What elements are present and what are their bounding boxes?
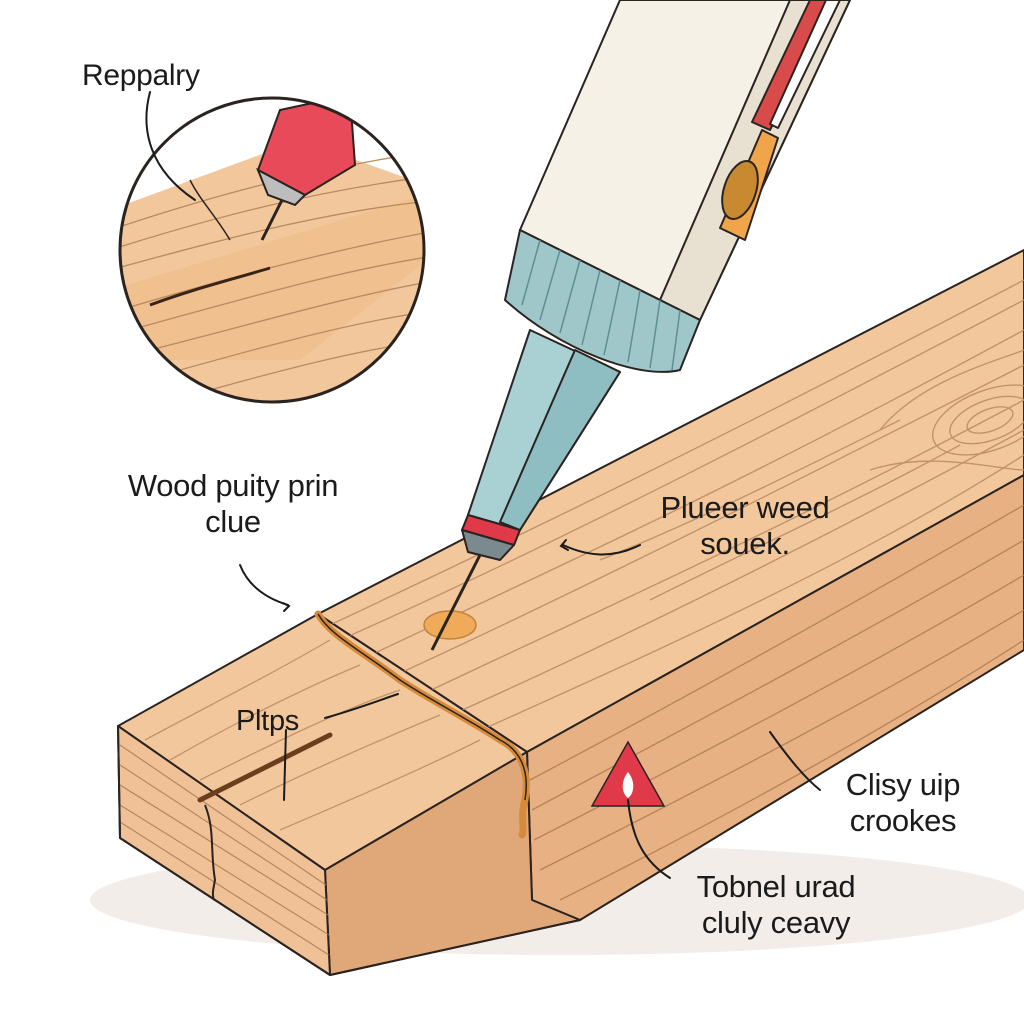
inset-magnifier [118, 96, 426, 404]
callout-lines [145, 91, 821, 879]
cleanup-label: Clisy uip crookes [828, 767, 978, 839]
wood-grain-end [119, 744, 330, 956]
glue-tube-icon [430, 0, 851, 651]
surface-label-line1: Plueer weed [660, 490, 830, 525]
warning-label-line2: cluly ceavy [701, 905, 851, 940]
warning-triangle-icon [590, 740, 666, 807]
inset-title-label: Reppalry [82, 59, 200, 92]
chips-label: Pltps [236, 705, 299, 737]
putty-label-line1: Wood puity prin [127, 468, 339, 503]
warning-label-line1: Tobnel urad [696, 869, 856, 904]
cleanup-label-line1: Clisy uip [845, 767, 961, 802]
wood-crack [197, 732, 333, 803]
surface-label: Plueer weed souek. [640, 490, 850, 562]
cleanup-label-line2: crookes [849, 803, 957, 838]
putty-label-line2: clue [205, 504, 261, 539]
surface-label-line2: souek. [700, 526, 790, 561]
inset-glue-pen-icon [256, 98, 357, 241]
wood-grain-near [144, 639, 481, 831]
putty-label: Wood puity prin clue [98, 468, 368, 540]
glue-drop [423, 610, 477, 640]
warning-label: Tobnel urad cluly ceavy [676, 869, 876, 941]
